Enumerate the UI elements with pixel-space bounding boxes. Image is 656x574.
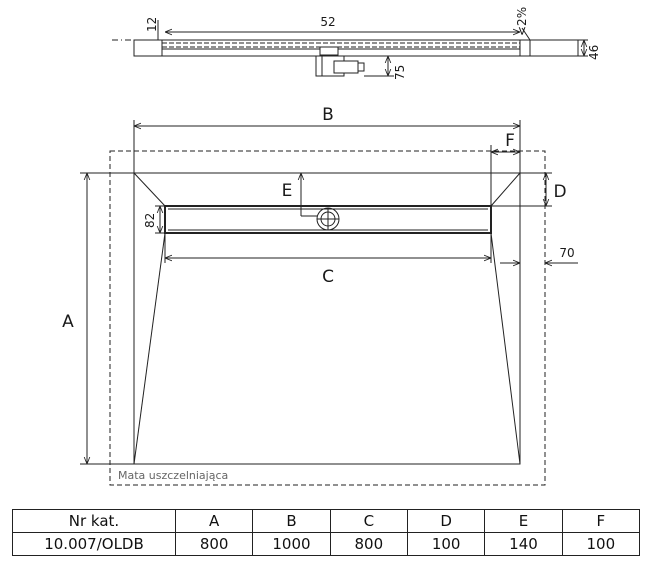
spec-cell-a: 800 xyxy=(174,532,254,556)
spec-table-header-row: Nr kat. A B C D E F xyxy=(12,509,641,533)
spec-header-f: F xyxy=(561,509,641,533)
spec-cell-c: 800 xyxy=(329,532,408,556)
dim-slope: <2% xyxy=(515,7,529,36)
label-c: C xyxy=(322,267,334,287)
drain-channel xyxy=(164,205,492,234)
label-e: E xyxy=(282,181,293,201)
spec-header-d: D xyxy=(406,509,486,533)
plan-view xyxy=(80,120,578,486)
spec-header-a: A xyxy=(174,509,254,533)
spec-cell-e: 140 xyxy=(484,532,563,556)
label-a: A xyxy=(62,312,74,332)
sealing-mat-outline xyxy=(109,150,546,486)
label-d: D xyxy=(553,182,566,202)
spec-header-b: B xyxy=(252,509,331,533)
spec-cell-b: 1000 xyxy=(252,532,331,556)
technical-drawing: 12 52 <2% 46 75 xyxy=(62,7,601,486)
spec-cell-d: 100 xyxy=(406,532,486,556)
spec-header-c: C xyxy=(329,509,408,533)
spec-header-catalog-no: Nr kat. xyxy=(12,509,176,533)
sealing-mat-label: Mata uszczelniająca xyxy=(118,469,228,482)
label-b: B xyxy=(322,105,334,125)
dim-height-46: 46 xyxy=(587,45,601,60)
dim-mat-margin-70: 70 xyxy=(559,246,574,260)
tray-outline xyxy=(133,172,521,465)
spec-table-row: 10.007/OLDB 800 1000 800 100 140 100 xyxy=(12,532,641,556)
dim-thickness-12: 12 xyxy=(145,17,159,32)
label-f: F xyxy=(505,131,515,151)
dim-channel-width-82: 82 xyxy=(143,213,157,228)
dim-drain-depth-75: 75 xyxy=(393,65,407,80)
spec-table: Nr kat. A B C D E F 10.007/OLDB 800 1000… xyxy=(12,509,641,556)
spec-header-e: E xyxy=(484,509,563,533)
spec-cell-f: 100 xyxy=(561,532,641,556)
spec-cell-catalog-no: 10.007/OLDB xyxy=(12,532,176,556)
dim-length-52: 52 xyxy=(320,15,335,29)
side-section-view xyxy=(112,20,588,77)
